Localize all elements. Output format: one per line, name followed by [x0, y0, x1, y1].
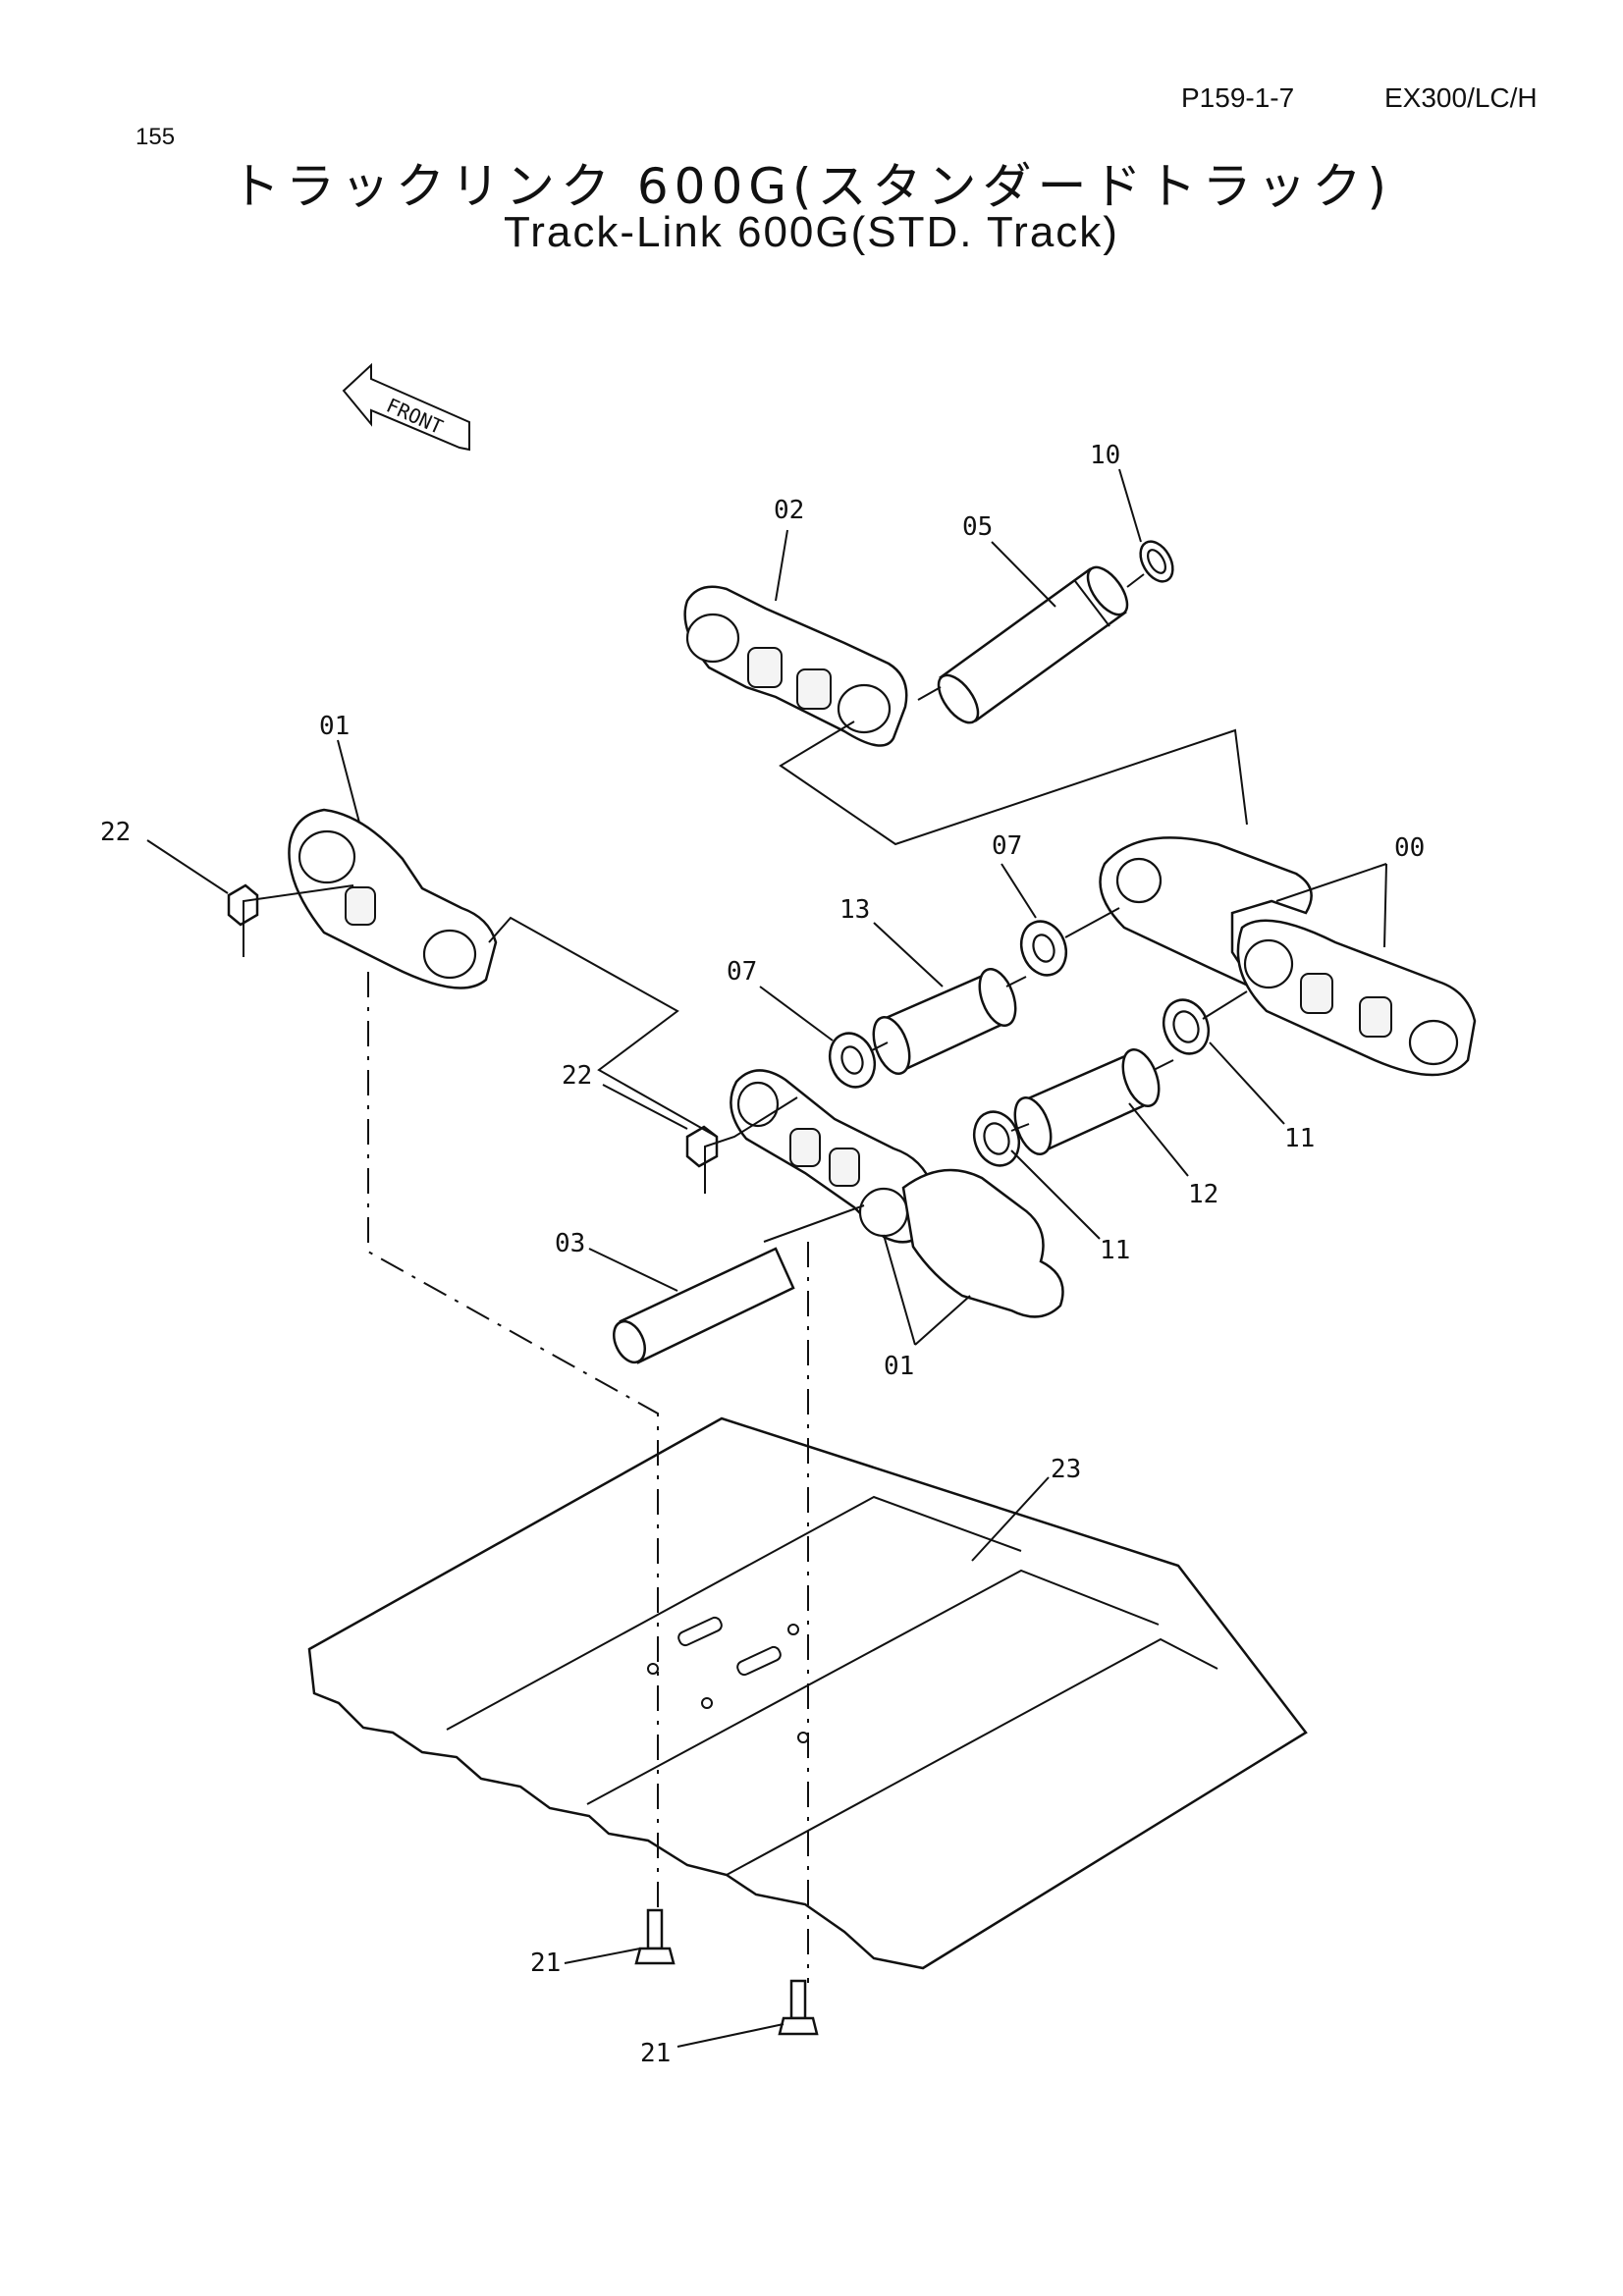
callout-22-mid: 22	[562, 1061, 592, 1091]
part-12-bushing	[1013, 1048, 1161, 1155]
page-title-japanese: トラックリンク 600G(スタンダードトラック)	[230, 158, 1393, 215]
part-01-link-bottom	[730, 1069, 1064, 1318]
callout-12: 12	[1188, 1180, 1218, 1209]
callout-22-top: 22	[100, 818, 131, 847]
front-label: FRONT	[383, 394, 447, 439]
callout-07-lower: 07	[727, 957, 757, 987]
callout-leaders	[146, 468, 1387, 2048]
callout-00: 00	[1394, 833, 1425, 863]
callout-01-top: 01	[319, 712, 350, 741]
callout-21-left: 21	[530, 1949, 561, 1978]
part-22-nut-mid	[685, 1125, 719, 1168]
callout-07-upper: 07	[992, 831, 1022, 861]
part-11-seal-right	[1162, 998, 1211, 1055]
machine-model: EX300/LC/H	[1384, 82, 1538, 113]
page-number: 155	[135, 124, 176, 150]
page-title-english: Track-Link 600G(STD. Track)	[504, 208, 1119, 256]
callout-11-right: 11	[1284, 1124, 1315, 1153]
part-03-pin	[613, 1247, 795, 1364]
part-10-snap-ring	[1139, 540, 1174, 583]
callout-21-right: 21	[640, 2039, 671, 2068]
page-reference: P159-1-7	[1181, 82, 1295, 113]
front-arrow-icon: FRONT	[342, 362, 470, 452]
part-01-link-top	[288, 808, 498, 989]
part-13-bushing	[872, 968, 1017, 1075]
callout-13: 13	[839, 895, 870, 925]
part-21-bolt-right	[778, 1979, 819, 2036]
part-11-seal-mid	[972, 1110, 1021, 1167]
part-02-link	[683, 585, 908, 747]
assembly-guide-lines	[243, 573, 1248, 1983]
part-00-link-assembly	[1099, 836, 1477, 1077]
callout-23: 23	[1051, 1455, 1081, 1484]
callout-03: 03	[555, 1229, 585, 1258]
part-07-seal-upper	[1019, 920, 1068, 977]
callout-02: 02	[774, 496, 804, 525]
part-05-pin	[937, 565, 1129, 724]
callout-01-bottom: 01	[884, 1352, 914, 1381]
part-07-seal-lower	[828, 1032, 877, 1089]
part-21-bolt-left	[634, 1908, 676, 1965]
callout-05: 05	[962, 512, 993, 542]
callout-10: 10	[1090, 441, 1120, 470]
callout-11-mid: 11	[1100, 1236, 1130, 1265]
